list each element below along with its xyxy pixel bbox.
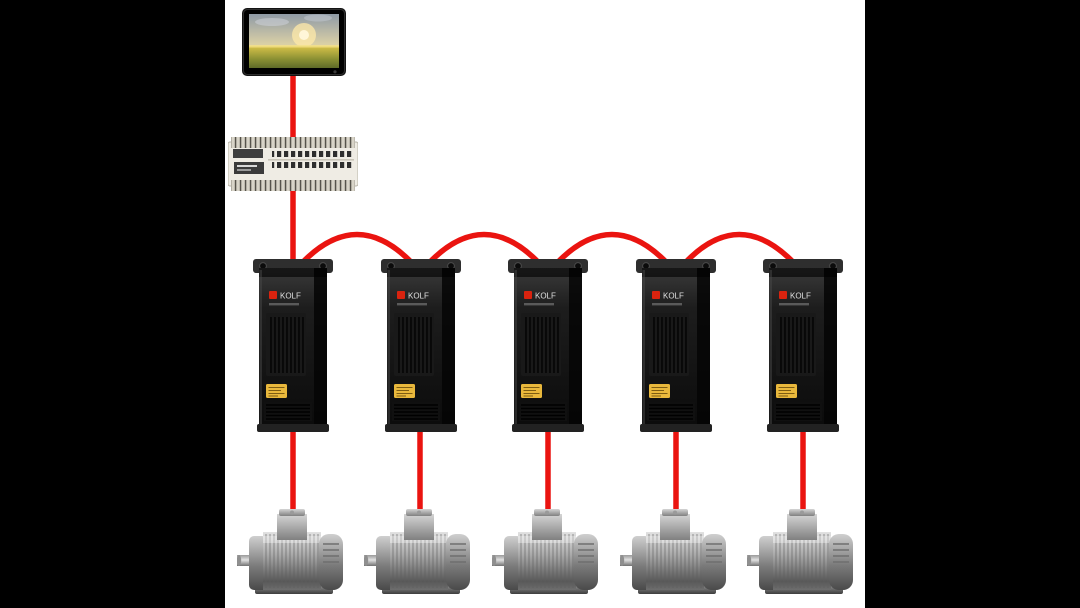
vfd-2 xyxy=(380,258,462,433)
vfd-5 xyxy=(762,258,844,433)
hmi-screen xyxy=(249,14,339,68)
plc-label-area xyxy=(234,162,264,174)
plc-terminal-row-top xyxy=(231,137,355,148)
sun xyxy=(299,30,309,40)
vfd-4 xyxy=(635,258,717,433)
plc-connector-block xyxy=(233,149,263,158)
hmi-power-led xyxy=(333,70,337,74)
plc-mid-seam xyxy=(268,159,354,161)
plc-terminal-row-bottom xyxy=(231,180,355,191)
motor-3 xyxy=(492,508,599,595)
plc-controller xyxy=(228,137,358,191)
motor-1 xyxy=(237,508,344,595)
motor-4 xyxy=(620,508,727,595)
motor-5 xyxy=(747,508,854,595)
motor-2 xyxy=(364,508,471,595)
vfd-3 xyxy=(507,258,589,433)
flower-field xyxy=(249,46,339,68)
vfd-1 xyxy=(252,258,334,433)
hmi-touchscreen xyxy=(242,8,346,76)
plc-led-indicators xyxy=(272,151,352,168)
